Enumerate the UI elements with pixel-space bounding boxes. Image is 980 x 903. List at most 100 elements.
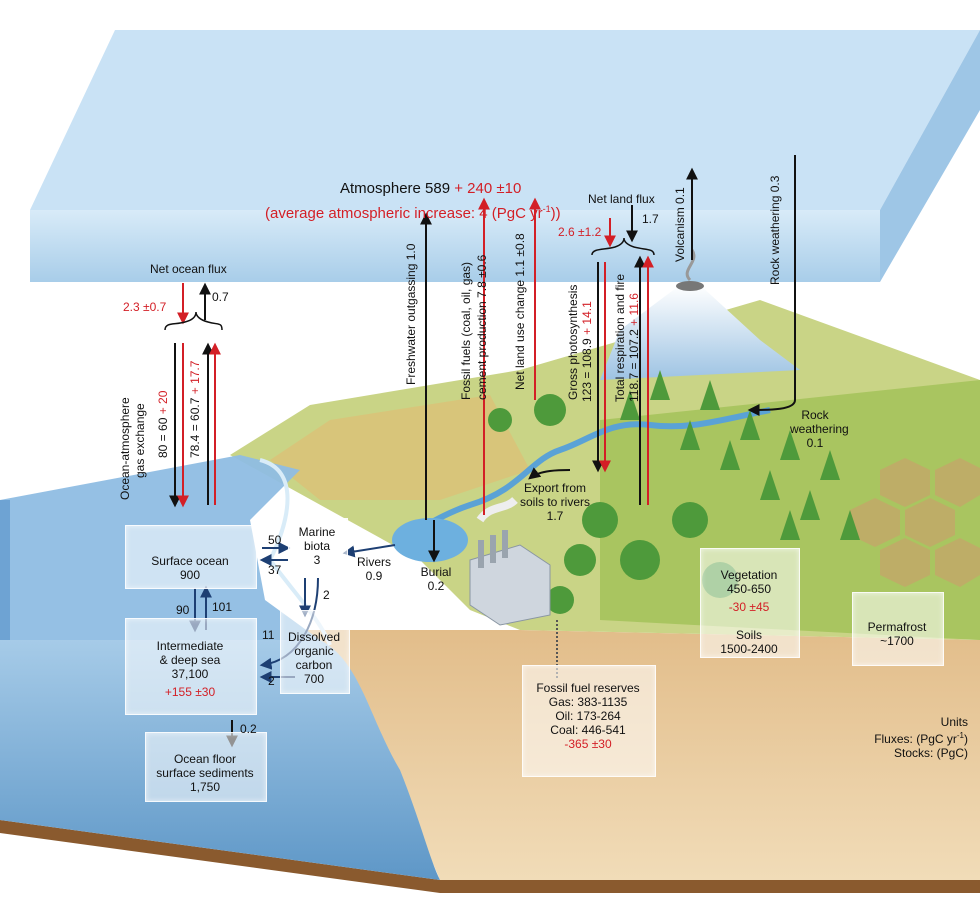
doc-1: Dissolved (287, 630, 341, 644)
perma-2: ~1700 (880, 634, 914, 648)
export-3: 1.7 (546, 509, 564, 523)
units-fluxes-end: ) (964, 732, 968, 746)
marine-biota-box (288, 518, 348, 578)
net-ocean-flux-title: Net ocean flux (150, 262, 227, 276)
river (392, 407, 771, 562)
soils-1: Soils (735, 628, 762, 642)
deep-2: & deep sea (159, 653, 221, 667)
deep-1: Intermediate (156, 639, 224, 653)
respiration-label: Total respiration and fire (613, 273, 627, 402)
fossil-gas: Gas: 383-1135 (548, 695, 628, 709)
net-ocean-flux-down: 2.3 ±0.7 (123, 300, 167, 314)
burial-1: Burial (420, 565, 452, 579)
resp-red: + 11.6 (627, 293, 641, 330)
deep-red: +155 ±30 (164, 685, 216, 699)
vegetation-soils-box (700, 548, 800, 658)
fossil-reserves-box (522, 665, 656, 777)
atmosphere-slab (30, 30, 980, 282)
gross-photosynthesis-value: 123 = 108.9 + 14.1 (580, 301, 594, 402)
braces (164, 237, 655, 331)
perma-1: Permafrost (867, 620, 927, 634)
veg-1: Vegetation (720, 568, 778, 582)
rivers-1: Rivers (356, 555, 391, 569)
net-land-flux-black: 1.7 (642, 212, 659, 226)
sediment-1: Ocean floor (173, 752, 237, 766)
atmosphere-stock: Atmosphere 589 (340, 180, 451, 197)
burial-2: 0.2 (427, 579, 445, 593)
ocean-up-red: + 17.7 (188, 360, 202, 398)
marine-biota-label: Marine biota 3 (288, 525, 346, 567)
fossil-coal: Coal: 446-541 (550, 723, 626, 737)
ocean-down-red: + 20 (156, 390, 170, 418)
atmosphere-increase-end: )) (550, 205, 561, 222)
gross-red: + 14.1 (580, 301, 594, 339)
fossil-fuels-label-2: cement production 7.8 ±0.6 (475, 254, 489, 400)
gross-black: 123 = 108.9 (580, 338, 594, 402)
surface-ocean-box (125, 525, 257, 589)
flux-101: 101 (212, 600, 233, 614)
surface-ocean-label: Surface ocean 900 (125, 554, 255, 582)
rock-weathering-label: Rock weathering 0.1 (790, 408, 849, 450)
surface-ocean-2: 900 (179, 568, 201, 582)
flux-2b: 2 (268, 674, 275, 688)
ocean-exchange-label-2: gas exchange (133, 403, 147, 478)
sediment-3: 1,750 (189, 780, 221, 794)
soils-label: Soils 1500-2400 (700, 628, 798, 656)
freshwater-outgassing-label: Freshwater outgassing 1.0 (404, 243, 418, 385)
rivers-label: Rivers 0.9 (354, 555, 394, 583)
sediment-2: surface sediments (156, 766, 254, 780)
ocean-down-black: 80 = 60 (156, 417, 170, 458)
export-2: soils to rivers (519, 495, 590, 509)
resp-black: 118.7 = 107.2 (627, 329, 641, 402)
ocean-internal-arrows (189, 542, 396, 683)
volcano (600, 249, 800, 380)
marine-1: Marine (298, 525, 336, 539)
gross-photosynthesis-label: Gross photosynthesis (566, 284, 580, 400)
doc-3: carbon (295, 658, 333, 672)
doc-label: Dissolved organic carbon 700 (280, 630, 348, 686)
rivers-2: 0.9 (365, 569, 383, 583)
atmosphere-increase-sup: -1 (542, 204, 551, 214)
marine-2: biota (303, 539, 331, 553)
fossil-reserves-label: Fossil fuel reserves Gas: 383-1135 Oil: … (522, 681, 654, 751)
factory (469, 496, 551, 626)
units-title: Units (940, 715, 968, 729)
vegetation-label: Vegetation 450-650 -30 ±45 (700, 568, 798, 614)
export-1: Export from (523, 481, 586, 495)
burial-label: Burial 0.2 (415, 565, 457, 593)
flux-50: 50 (268, 533, 282, 547)
veg-red: -30 ±45 (728, 600, 770, 614)
units-stocks: Stocks: (PgC) (893, 746, 968, 760)
ocean-exchange-down-value: 80 = 60 + 20 (156, 391, 170, 458)
doc-box (280, 610, 350, 694)
atmosphere-increase-text: (average atmospheric increase: 4 (PgC yr (265, 205, 543, 222)
rock-weathering-3: 0.1 (806, 436, 824, 450)
deep-3: 37,100 (171, 667, 209, 681)
export-soils-label: Export from soils to rivers 1.7 (510, 481, 600, 523)
flux-11: 11 (262, 628, 275, 642)
doc-4: 700 (303, 672, 325, 686)
net-land-flux-red: 2.6 ±1.2 (558, 225, 602, 239)
permafrost-label: Permafrost ~1700 (852, 620, 942, 648)
net-land-flux-title: Net land flux (588, 192, 655, 206)
rock-weathering-vertical-label: Rock weathering 0.3 (768, 175, 782, 285)
units-fluxes: Fluxes: (PgC yr (874, 732, 957, 746)
sediment-box (145, 732, 267, 802)
deep-sea-label: Intermediate & deep sea 37,100 +155 ±30 (125, 639, 255, 699)
land-use-change-label: Net land use change 1.1 ±0.8 (513, 233, 527, 390)
permafrost-box (852, 592, 944, 666)
doc-2: organic (294, 644, 334, 658)
atmosphere-change: + 240 ±10 (450, 180, 522, 197)
ocean-up-black: 78.4 = 60.7 (188, 397, 202, 458)
flux-2a: 2 (323, 588, 330, 602)
atmosphere-label: Atmosphere 589 + 240 ±10 (340, 180, 521, 198)
flux-37: 37 (268, 563, 282, 577)
ocean-exchange-label-1: Ocean-atmosphere (118, 397, 132, 500)
rock-weathering-1: Rock (801, 408, 829, 422)
veg-2: 450-650 (726, 582, 772, 596)
marine-3: 3 (313, 553, 321, 567)
volcanism-label: Volcanism 0.1 (673, 187, 687, 262)
fossil-red: -365 ±30 (564, 737, 612, 751)
fossil-oil: Oil: 173-264 (555, 709, 621, 723)
